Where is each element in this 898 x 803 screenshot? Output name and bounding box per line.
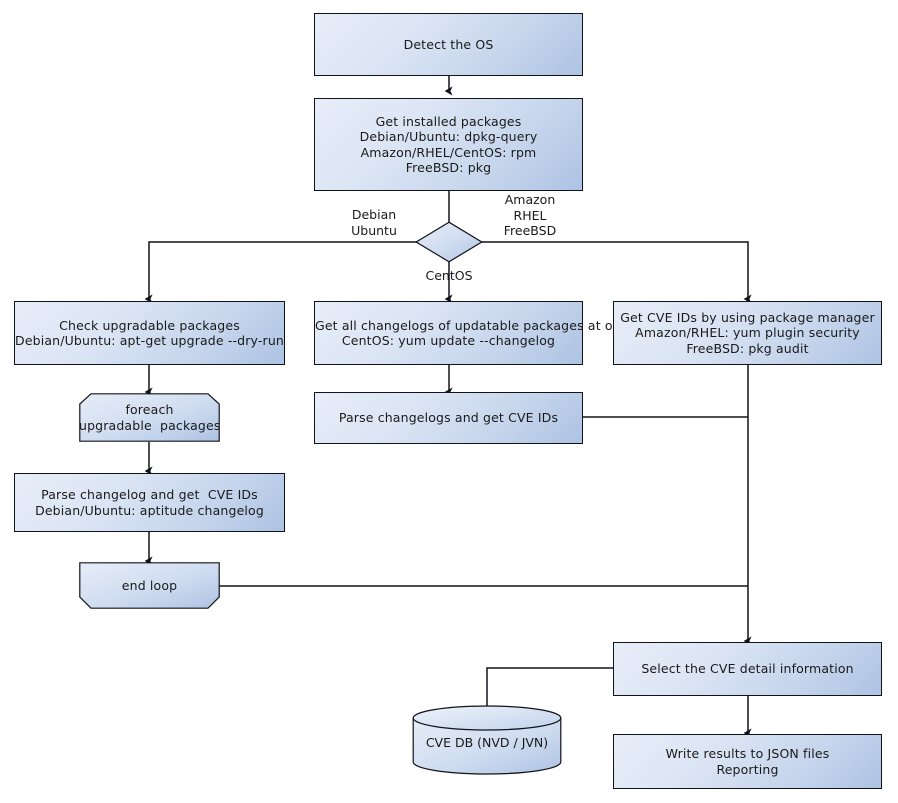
node-get-installed-packages-label: Get installed packages Debian/Ubuntu: dp…	[359, 113, 538, 176]
edge-decision-amazon	[476, 241, 752, 304]
node-check-upgradable[interactable]: Check upgradable packages Debian/Ubuntu:…	[14, 301, 285, 365]
node-os-decision[interactable]	[415, 221, 483, 263]
database-cylinder-icon	[412, 705, 562, 775]
node-foreach-loop-start[interactable]: foreach upgradable packages	[79, 393, 220, 442]
node-parse-changelogs-centos[interactable]: Parse changelogs and get CVE IDs	[314, 392, 583, 444]
loop-end-shape-icon	[79, 562, 220, 609]
edge-db-to-select	[486, 667, 614, 707]
edge-label-centos: CentOS	[425, 268, 473, 283]
node-end-loop-label: end loop	[121, 577, 178, 593]
node-cve-db-label: CVE DB (NVD / JVN)	[425, 735, 549, 750]
node-detect-os[interactable]: Detect the OS	[314, 13, 583, 76]
node-get-all-changelogs[interactable]: Get all changelogs of updatable packages…	[314, 301, 635, 365]
node-get-all-changelogs-label: Get all changelogs of updatable packages…	[315, 317, 635, 349]
loop-start-shape-icon	[79, 393, 220, 442]
decision-diamond-icon	[415, 221, 483, 263]
node-parse-changelogs-centos-label: Parse changelogs and get CVE IDs	[338, 410, 559, 426]
node-get-cve-ids-pkgmgr-label: Get CVE IDs by using package manager Ama…	[620, 309, 875, 356]
node-select-cve-detail-label: Select the CVE detail information	[641, 661, 854, 677]
node-foreach-loop-start-label: foreach upgradable packages	[79, 402, 221, 433]
node-write-results[interactable]: Write results to JSON files Reporting	[613, 734, 882, 789]
node-end-loop[interactable]: end loop	[79, 562, 220, 609]
edge-label-amazon: Amazon RHEL FreeBSD	[503, 192, 557, 238]
node-check-upgradable-label: Check upgradable packages Debian/Ubuntu:…	[15, 317, 284, 349]
edge-decision-debian	[144, 241, 422, 304]
edge-label-debian: Debian Ubuntu	[351, 207, 397, 238]
node-cve-db[interactable]: CVE DB (NVD / JVN)	[412, 705, 562, 775]
node-detect-os-label: Detect the OS	[403, 36, 494, 52]
node-parse-changelog-debian-label: Parse changelog and get CVE IDs Debian/U…	[35, 487, 264, 518]
node-select-cve-detail[interactable]: Select the CVE detail information	[613, 642, 882, 696]
node-get-installed-packages[interactable]: Get installed packages Debian/Ubuntu: dp…	[314, 98, 583, 191]
node-parse-changelog-debian[interactable]: Parse changelog and get CVE IDs Debian/U…	[14, 473, 285, 532]
node-get-cve-ids-pkgmgr[interactable]: Get CVE IDs by using package manager Ama…	[613, 301, 882, 365]
node-write-results-label: Write results to JSON files Reporting	[665, 746, 830, 777]
